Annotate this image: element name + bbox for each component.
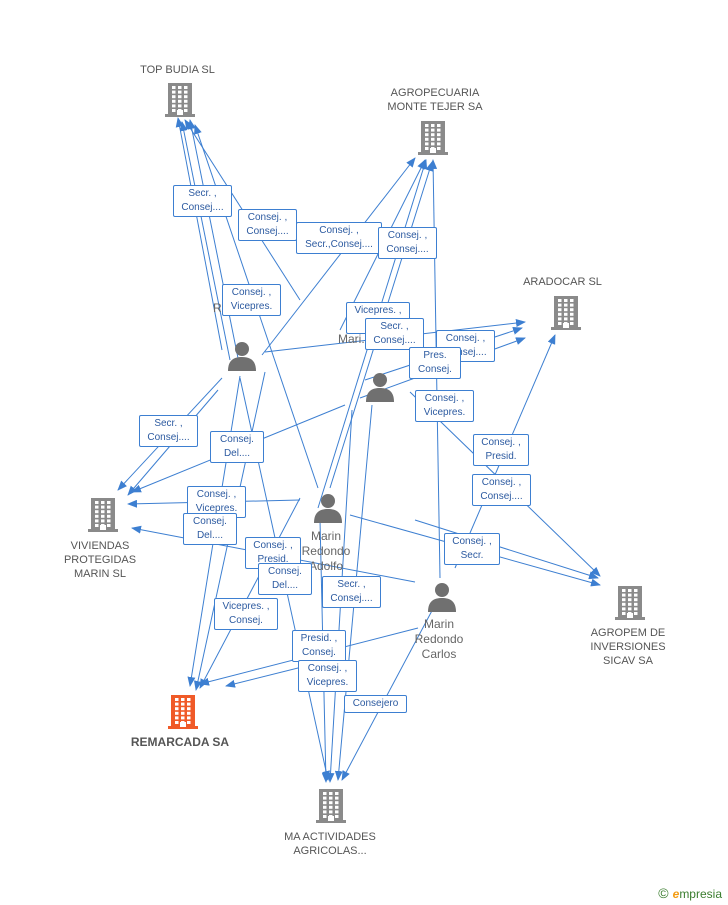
edge-label[interactable]: Consej. , Consej.... — [378, 227, 437, 259]
person-icon[interactable] — [365, 372, 395, 407]
building-icon[interactable] — [316, 789, 346, 828]
edge-label[interactable]: Consej. , Consej.... — [238, 209, 297, 241]
edge-label[interactable]: Pres. Consej. — [409, 347, 461, 379]
edge-label[interactable]: Consej. , Secr.,Consej.... — [296, 222, 382, 254]
relationship-edge — [179, 121, 231, 361]
company-label-agropem[interactable]: AGROPEM DE INVERSIONES SICAV SA — [590, 627, 666, 667]
edge-label[interactable]: Consej. Del.... — [183, 513, 237, 545]
edge-label[interactable]: Consej. Del.... — [210, 431, 264, 463]
edge-label[interactable]: Consej. , Vicepres. — [187, 486, 246, 518]
company-label-viviendas[interactable]: VIVIENDAS PROTEGIDAS MARIN SL — [63, 540, 137, 580]
company-label-agropecuaria[interactable]: AGROPECUARIA MONTE TEJER SA — [387, 87, 483, 113]
edge-label[interactable]: Secr. , Consej.... — [139, 415, 198, 447]
edge-label[interactable]: Consej. , Vicepres. — [298, 660, 357, 692]
edge-label[interactable]: Consej. , Vicepres. — [222, 284, 281, 316]
relationship-edge — [414, 519, 599, 580]
edge-label[interactable]: Consejero — [344, 695, 407, 713]
person-label-carlos[interactable]: Marin Redondo Carlos — [414, 617, 464, 661]
person-icon[interactable] — [427, 582, 457, 617]
edge-label[interactable]: Consej. , Consej.... — [472, 474, 531, 506]
brand-name: mpresia — [679, 887, 722, 901]
edge-label[interactable]: Consej. , Vicepres. — [415, 390, 474, 422]
relationship-edge — [199, 497, 301, 689]
person-icon[interactable] — [227, 341, 257, 376]
edge-label[interactable]: Consej. Del.... — [258, 563, 312, 595]
company-label-ma-actividades[interactable]: MA ACTIVIDADES AGRICOLAS... — [284, 831, 376, 857]
edge-label[interactable]: Consej. , Presid. — [473, 434, 529, 466]
building-icon[interactable] — [88, 498, 118, 537]
relationship-edge — [175, 117, 223, 351]
building-icon[interactable] — [418, 121, 448, 160]
building-icon[interactable] — [168, 695, 198, 734]
building-icon[interactable] — [165, 83, 195, 122]
edge-label[interactable]: Secr. , Consej.... — [173, 185, 232, 217]
copyright-icon: © — [658, 885, 669, 901]
edge-label[interactable]: Vicepres. , Consej. — [214, 598, 278, 630]
brand-logo-letter: e — [672, 887, 680, 901]
footer-brand: ©empresia — [658, 885, 722, 901]
person-icon[interactable] — [313, 493, 343, 528]
building-icon[interactable] — [615, 586, 645, 625]
relationship-edge — [341, 604, 436, 781]
building-icon[interactable] — [551, 296, 581, 335]
edge-label[interactable]: Secr. , Consej.... — [322, 576, 381, 608]
company-label-aradocar[interactable]: ARADOCAR SL — [523, 276, 602, 288]
edge-label[interactable]: Secr. , Consej.... — [365, 318, 424, 350]
edge-label[interactable]: Consej. , Secr. — [444, 533, 500, 565]
relationship-edge — [261, 157, 416, 356]
edge-label[interactable]: Presid. , Consej. — [292, 630, 346, 662]
relationship-edge — [187, 119, 241, 369]
person-label-adolfo[interactable]: Marin Redondo Adolfo — [301, 529, 351, 573]
company-label-remarcada[interactable]: REMARCADA SA — [130, 735, 230, 749]
company-label-top-budia[interactable]: TOP BUDIA SL — [140, 64, 215, 76]
